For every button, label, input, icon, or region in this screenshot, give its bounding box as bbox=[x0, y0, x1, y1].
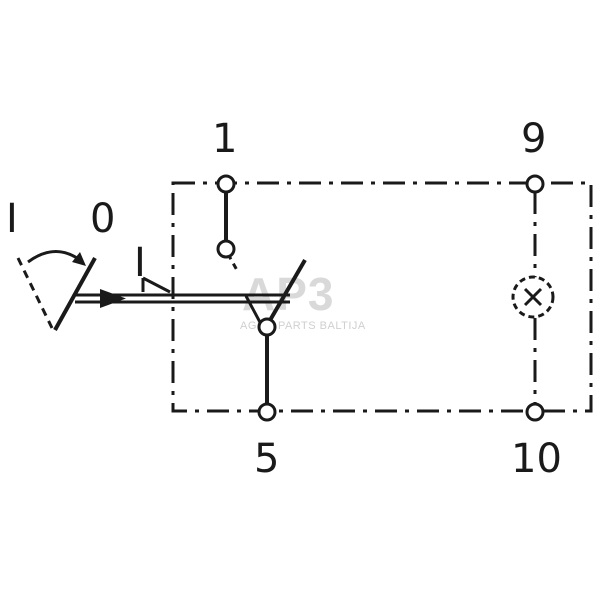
rotation-arc bbox=[27, 250, 81, 264]
lamp-symbol bbox=[511, 275, 555, 319]
terminal-9 bbox=[525, 174, 545, 194]
rocker-alt-position bbox=[16, 257, 54, 329]
position-off-label: 0 bbox=[90, 196, 115, 242]
actuator-arrow-icon bbox=[100, 289, 126, 308]
terminal-10 bbox=[525, 402, 545, 422]
switch-housing bbox=[171, 181, 593, 413]
terminal-1-contact bbox=[216, 239, 236, 259]
pin-1-label: 1 bbox=[212, 116, 237, 162]
latch-slope bbox=[142, 276, 171, 294]
pin-5-label: 5 bbox=[254, 436, 279, 482]
lamp-cross-b bbox=[523, 287, 543, 307]
inner-mark-label: I bbox=[134, 240, 146, 286]
rotation-arrow-icon bbox=[72, 252, 86, 266]
switch-blade bbox=[267, 258, 307, 324]
pin-9-label: 9 bbox=[521, 116, 546, 162]
terminal-5-pivot bbox=[257, 317, 277, 337]
pin-10-label: 10 bbox=[511, 436, 562, 482]
terminal-1 bbox=[216, 174, 236, 194]
position-on-label: I bbox=[6, 196, 18, 242]
terminal-5 bbox=[257, 402, 277, 422]
rocker-lever bbox=[53, 257, 97, 331]
